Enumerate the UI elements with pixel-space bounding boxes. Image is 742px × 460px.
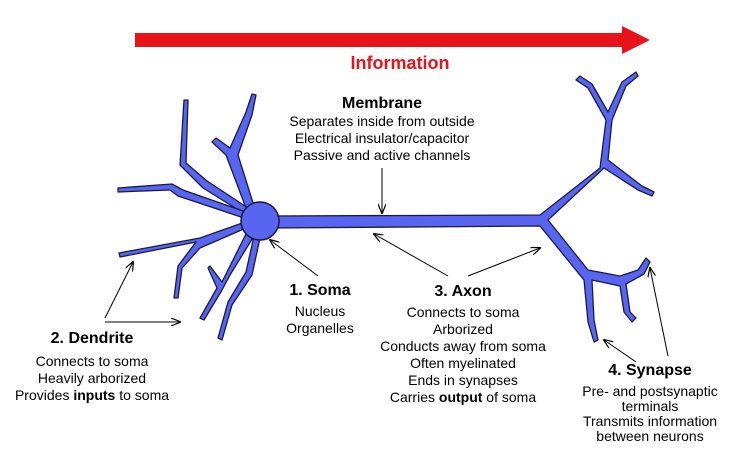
axon-line: Often myelinated xyxy=(410,355,516,371)
synapse-line: Pre- and postsynaptic xyxy=(582,383,718,399)
soma-body xyxy=(240,201,280,241)
information-label: Information xyxy=(350,53,450,73)
soma-line: Nucleus xyxy=(294,303,346,319)
axon-arrow-right xyxy=(467,248,540,277)
synapse-label: 4. Synapse Pre- and postsynaptic termina… xyxy=(570,361,730,444)
synapse-title: 4. Synapse xyxy=(608,362,692,379)
soma-line: Organelles xyxy=(286,320,354,336)
membrane-title: Membrane xyxy=(341,95,423,112)
axon-line: Arborized xyxy=(433,321,493,337)
dendrite-emphasis: inputs xyxy=(73,387,116,403)
soma-title: 1. Soma xyxy=(289,282,351,299)
soma-arrow xyxy=(270,240,319,277)
synapse-arrow-right xyxy=(650,268,669,357)
axon-label: 3. Axon Connects to soma Arborized Condu… xyxy=(368,282,558,406)
dendrite-branches xyxy=(117,93,261,341)
pointer-arrows xyxy=(104,168,669,363)
axon-line: Ends in synapses xyxy=(408,372,518,388)
membrane-line: Electrical insulator/capacitor xyxy=(294,130,470,146)
dendrite-arrow-upper xyxy=(104,262,133,319)
soma-label: 1. Soma Nucleus Organelles xyxy=(270,281,370,337)
axon-line: Carries output of soma xyxy=(389,389,537,405)
membrane-line: Passive and active channels xyxy=(293,147,471,163)
dendrite-label: 2. Dendrite Connects to soma Heavily arb… xyxy=(0,329,184,404)
membrane-line: Separates inside from outside xyxy=(289,113,475,129)
information-arrow xyxy=(135,26,650,54)
synapse-line: between neurons xyxy=(596,428,704,444)
synapse-arrow-left xyxy=(604,340,637,363)
axon-line: Connects to soma xyxy=(406,304,520,320)
axon-shape xyxy=(269,71,655,343)
dendrite-line: Provides inputs to soma xyxy=(14,387,170,403)
axon-title: 3. Axon xyxy=(434,283,492,300)
axon-line: Conducts away from soma xyxy=(380,338,546,354)
membrane-label: Membrane Separates inside from outside E… xyxy=(270,94,494,164)
dendrite-line: Heavily arborized xyxy=(37,370,147,386)
axon-emphasis: output xyxy=(438,389,483,405)
dendrite-title: 2. Dendrite xyxy=(50,330,134,347)
dendrite-line: Connects to soma xyxy=(35,353,149,369)
synapse-line: Transmits information xyxy=(582,413,718,429)
axon-arrow-left xyxy=(374,234,449,277)
synapse-line: terminals xyxy=(621,398,679,414)
